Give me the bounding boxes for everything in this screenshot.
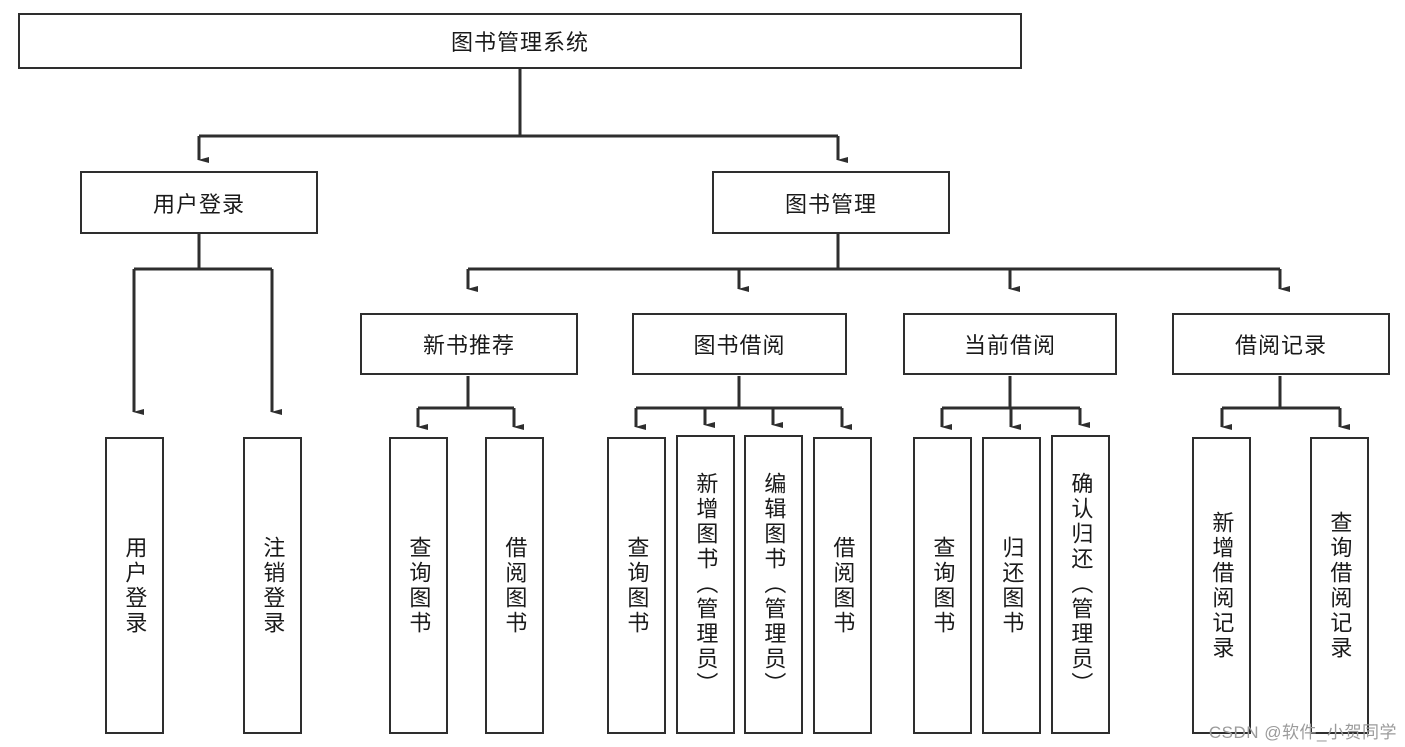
node-book-borrow[interactable]: 图书借阅 (632, 313, 847, 375)
node-leaf-logout-login[interactable]: 注销登录 (243, 437, 302, 734)
node-leaf-query-book-2[interactable]: 查询图书 (607, 437, 666, 734)
node-leaf-query-record[interactable]: 查询借阅记录 (1310, 437, 1369, 734)
node-leaf-query-book-1[interactable]: 查询图书 (389, 437, 448, 734)
node-label: 借阅图书 (502, 535, 528, 636)
node-leaf-add-record[interactable]: 新增借阅记录 (1192, 437, 1251, 734)
node-label: 用户登录 (122, 535, 148, 636)
node-label: 借阅图书 (830, 535, 856, 636)
node-leaf-add-book[interactable]: 新增图书（管理员） (676, 435, 735, 734)
node-label: 新书推荐 (422, 333, 515, 358)
node-label: 查询图书 (624, 535, 650, 636)
node-user-login[interactable]: 用户登录 (80, 171, 318, 234)
csdn-watermark: CSDN @软件_小贺同学 (1208, 723, 1397, 742)
node-label: 查询借阅记录 (1327, 510, 1353, 661)
node-label: 查询图书 (406, 535, 432, 636)
node-book-management-system[interactable]: 图书管理系统 (18, 13, 1022, 69)
node-label: 查询图书 (930, 535, 956, 636)
node-label: 用户登录 (152, 191, 245, 217)
node-leaf-return-book[interactable]: 归还图书 (982, 437, 1041, 734)
node-label: 当前借阅 (963, 333, 1056, 358)
node-leaf-borrow-book-1[interactable]: 借阅图书 (485, 437, 544, 734)
node-label: 注销登录 (260, 535, 286, 636)
node-label: 归还图书 (999, 535, 1025, 636)
node-leaf-borrow-book-2[interactable]: 借阅图书 (813, 437, 872, 734)
node-label: 新增借阅记录 (1209, 510, 1235, 661)
node-borrow-record[interactable]: 借阅记录 (1172, 313, 1390, 375)
node-current-borrow[interactable]: 当前借阅 (903, 313, 1117, 375)
node-label: 图书借阅 (693, 333, 786, 358)
node-book-manage[interactable]: 图书管理 (712, 171, 950, 234)
node-label: 确认归还（管理员） (1068, 472, 1094, 697)
node-label: 编辑图书（管理员） (761, 472, 787, 697)
node-label: 新增图书（管理员） (693, 472, 719, 697)
node-new-book-recommend[interactable]: 新书推荐 (360, 313, 578, 375)
node-leaf-user-login[interactable]: 用户登录 (105, 437, 164, 734)
node-label: 图书管理系统 (450, 30, 589, 55)
node-leaf-edit-book[interactable]: 编辑图书（管理员） (744, 435, 803, 734)
node-label: 借阅记录 (1234, 333, 1327, 358)
node-leaf-confirm-return[interactable]: 确认归还（管理员） (1051, 435, 1110, 734)
node-leaf-query-book-3[interactable]: 查询图书 (913, 437, 972, 734)
node-label: 图书管理 (784, 191, 877, 217)
